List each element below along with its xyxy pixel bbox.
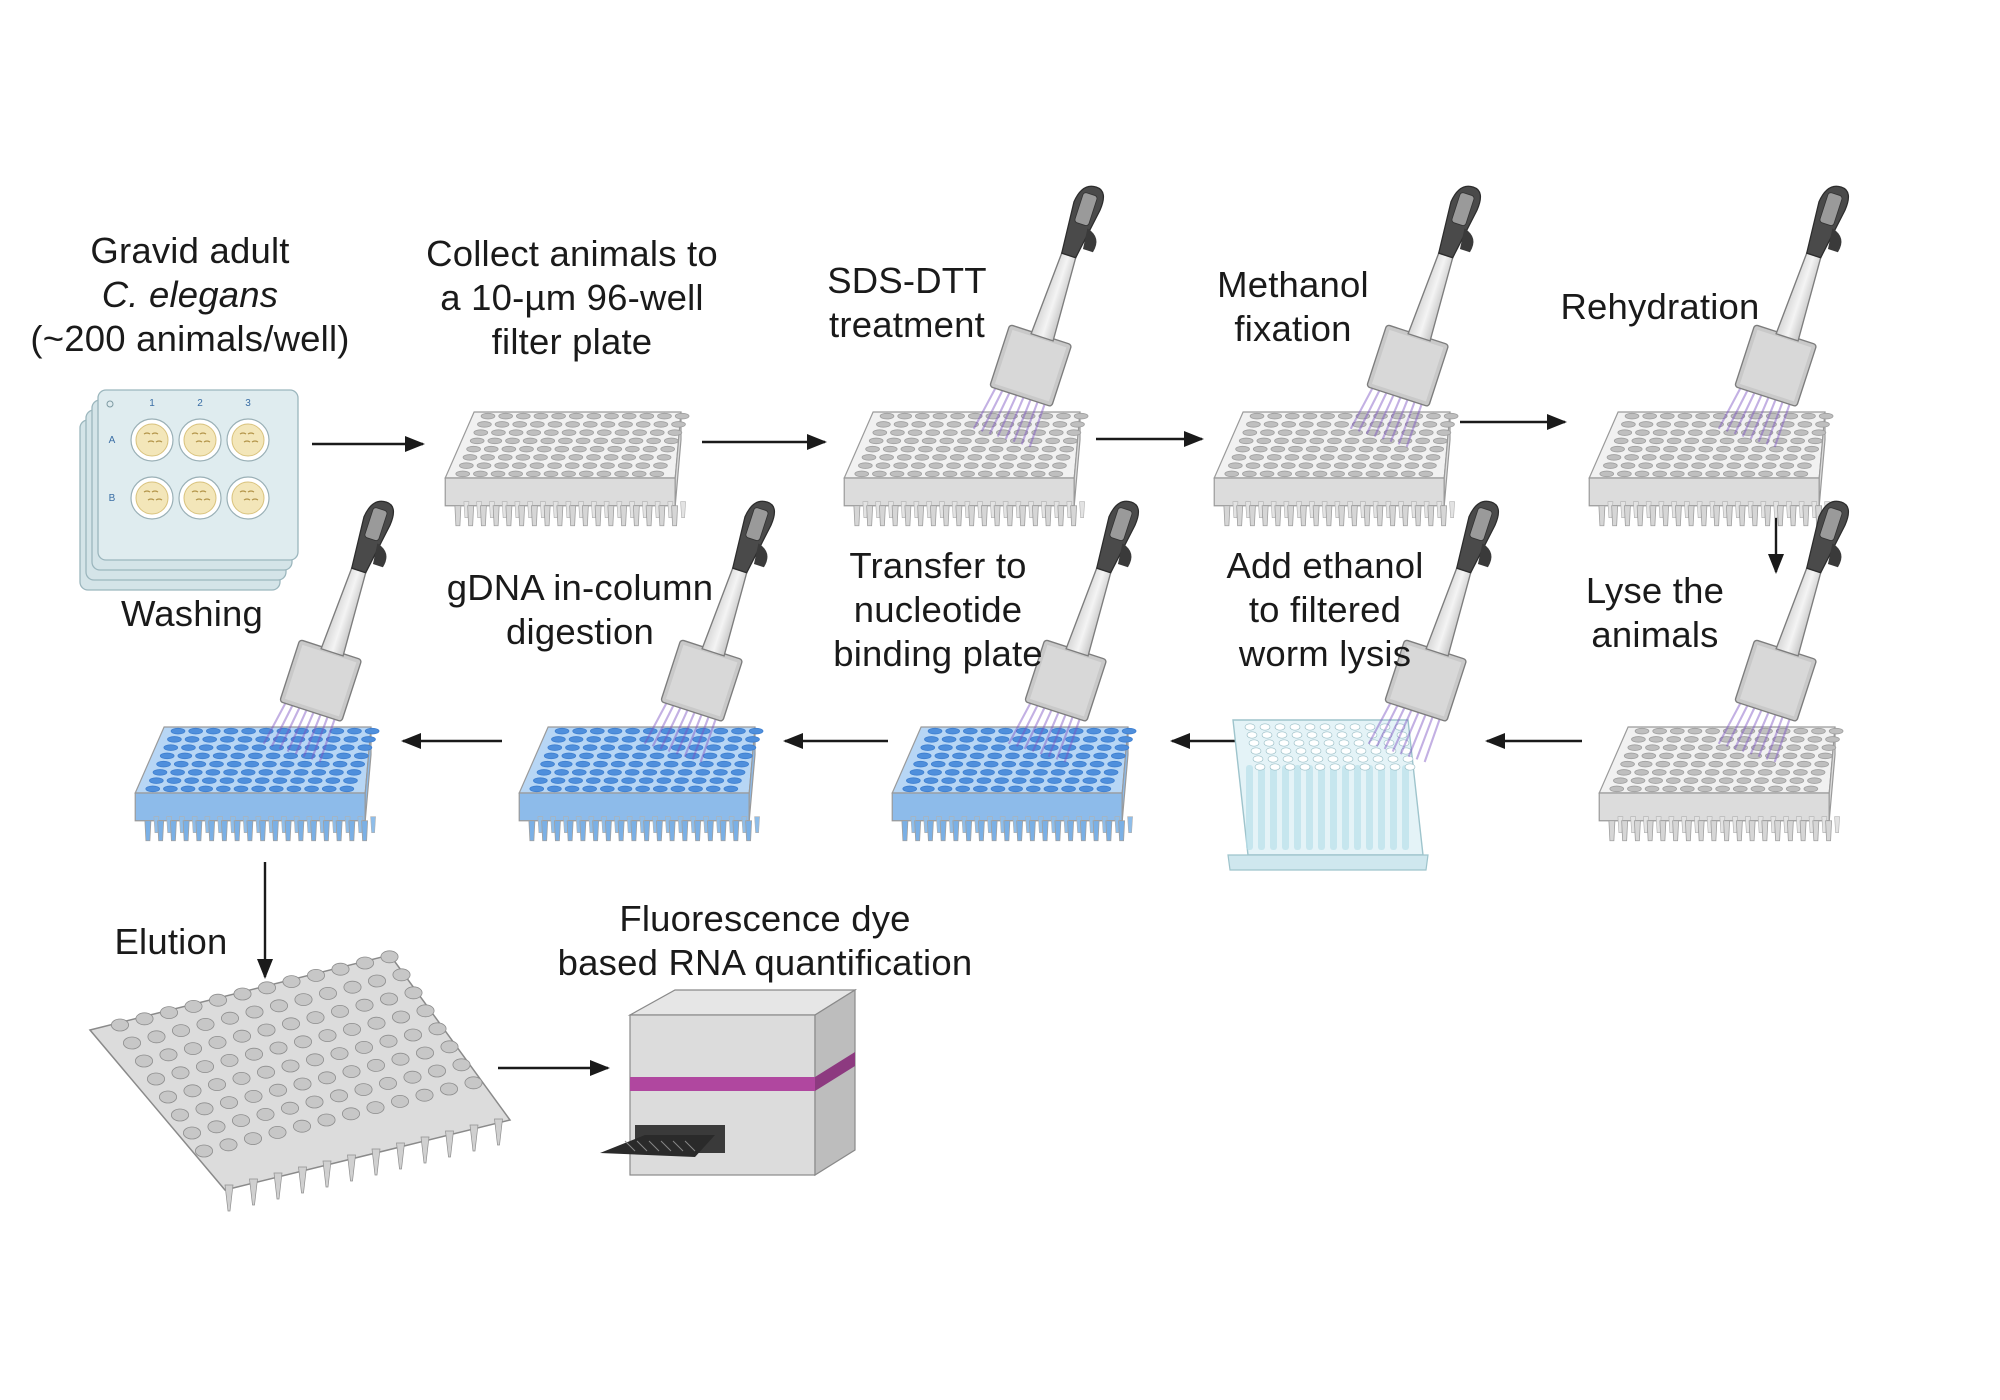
pipette-sds-dtt [972, 185, 1105, 448]
plate-row-label: A [109, 435, 116, 446]
label-washing: Washing [120, 593, 264, 634]
label-fluorescence-quant: Fluorescence dye based RNA quantificatio… [557, 898, 973, 983]
fluorescence-plate-reader [600, 988, 858, 1177]
worm-culture-plates: 1 2 3A B [79, 389, 299, 591]
label-collect-animals: Collect animals to a 10-µm 96-well filte… [426, 233, 718, 362]
pipette-lyse [1717, 500, 1850, 763]
filter-plate-sds-dtt [843, 411, 1089, 527]
label-gravid-adult: Gravid adult C. elegans (~200 animals/we… [30, 230, 350, 359]
label-add-ethanol: Add ethanol to filtered worm lysis [1226, 545, 1424, 674]
plate-col-label: 1 [149, 398, 155, 409]
plate-col-label: 3 [245, 398, 251, 409]
filter-plate-collect [444, 411, 690, 527]
binding-plate-washing [134, 726, 380, 842]
label-gdna-digestion: gDNA in-column digestion [446, 567, 714, 652]
reader-stripe [630, 1077, 815, 1091]
filter-plate-lyse [1598, 726, 1844, 842]
plate-row-label: B [109, 493, 116, 504]
binding-plate-transfer [891, 726, 1137, 842]
filter-plate-methanol [1213, 411, 1459, 527]
pipette-washing [262, 500, 395, 763]
illustrations: 1 2 3A B [79, 185, 1850, 1212]
label-lyse-animals: Lyse the animals [1585, 570, 1725, 655]
plate-col-label: 2 [197, 398, 203, 409]
filter-plate-rehydration [1588, 411, 1834, 527]
label-methanol-fixation: Methanol fixation [1217, 264, 1369, 349]
elution-pcr-plate [88, 950, 512, 1212]
pipette-ethanol [1367, 500, 1500, 763]
pipette-transfer [1007, 500, 1140, 763]
label-rehydration: Rehydration [1560, 286, 1760, 327]
pipette-methanol [1349, 185, 1482, 448]
label-elution: Elution [114, 921, 228, 962]
pipette-gdna [643, 500, 776, 763]
deep-well-ethanol [1227, 719, 1429, 871]
label-sds-dtt: SDS-DTT treatment [827, 260, 987, 345]
label-transfer-binding-plate: Transfer to nucleotide binding plate [833, 545, 1043, 674]
binding-plate-gdna [518, 726, 764, 842]
pipette-rehydration [1717, 185, 1850, 448]
